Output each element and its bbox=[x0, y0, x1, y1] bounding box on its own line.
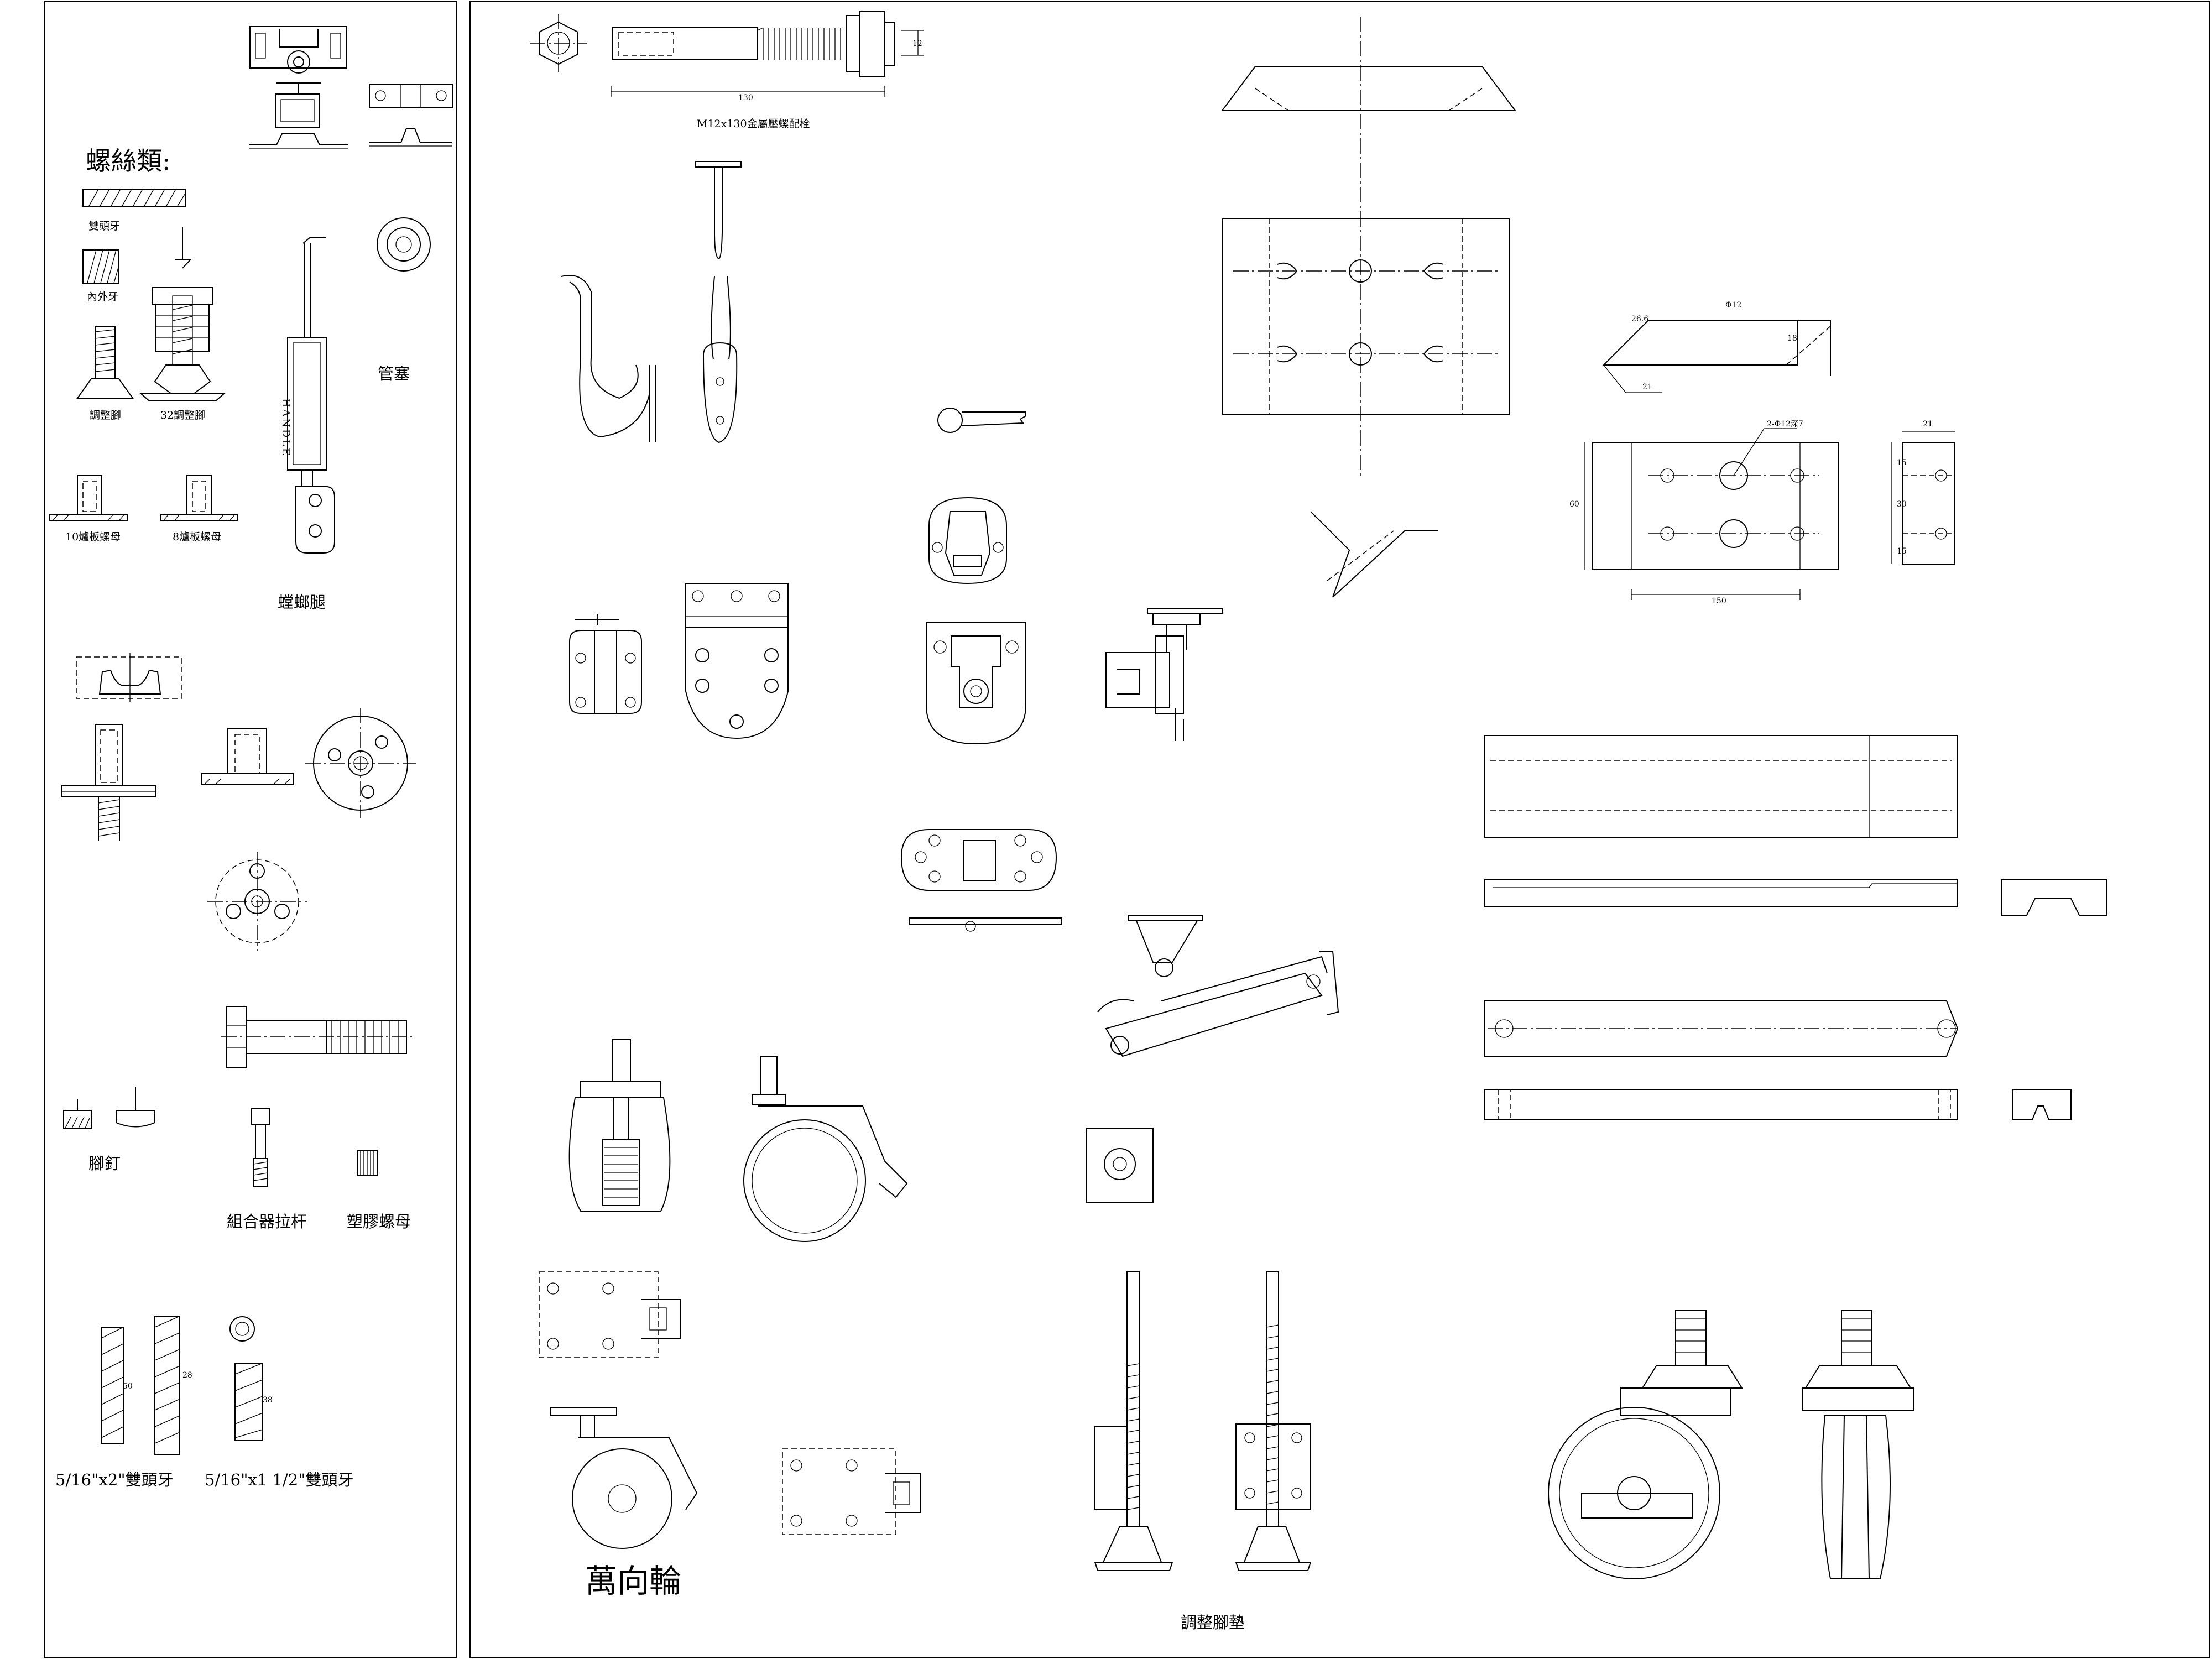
dimensioned-plate-drawing bbox=[1584, 428, 1839, 600]
rail-long-b-drawing bbox=[1484, 879, 1958, 907]
stud-len-a-dim: 50 bbox=[123, 1382, 133, 1391]
foot-nail-label: 腳釘 bbox=[88, 1154, 121, 1173]
angle-b-dim: 18 bbox=[1787, 334, 1797, 343]
stud-len-b-dim: 28 bbox=[182, 1371, 192, 1380]
caster-large-front-drawing bbox=[1802, 1310, 1914, 1579]
insert-nut-flange-drawing bbox=[201, 728, 294, 785]
assembly-pull-rod-drawing bbox=[251, 1108, 270, 1187]
bolt-length-dim: 130 bbox=[738, 93, 753, 102]
stud-1-5in-label: 5/16"x1 1/2"雙頭牙 bbox=[205, 1470, 354, 1489]
dimensioned-plate-side-drawing bbox=[1891, 431, 1955, 565]
hole-dia-dim: Φ12 bbox=[1725, 301, 1742, 310]
caster-side-drawing bbox=[743, 1056, 908, 1242]
rail-long-a-drawing bbox=[1484, 735, 1958, 838]
flange-plate-round-drawing bbox=[305, 708, 416, 818]
plastic-nut-label: 塑膠螺母 bbox=[347, 1212, 411, 1231]
mounting-plate-drawing bbox=[1222, 218, 1510, 415]
angle-a-dim: 21 bbox=[1642, 383, 1652, 392]
oval-latch-drawing bbox=[928, 497, 1007, 585]
side-a-dim-top: 15 bbox=[1897, 458, 1907, 467]
right-panel-frame bbox=[469, 1, 2210, 1658]
angle-bracket-diagonal-drawing bbox=[1310, 511, 1438, 598]
hanger-bolt-drawing bbox=[530, 11, 924, 97]
coat-hook-small-drawing bbox=[695, 161, 742, 260]
side-a-dim-bottom: 15 bbox=[1897, 547, 1907, 556]
hinge-plate-drawing bbox=[685, 583, 789, 739]
strap-hinge-drawing bbox=[369, 84, 453, 147]
adjust-foot-pad-label: 調整腳墊 bbox=[1181, 1613, 1245, 1632]
left-panel-frame bbox=[44, 1, 457, 1658]
dimensioned-bracket-profile-drawing bbox=[1602, 320, 1831, 393]
key-drawing bbox=[937, 408, 1026, 433]
side-b-dim: 30 bbox=[1897, 500, 1907, 509]
coat-hook-side-drawing bbox=[561, 275, 656, 442]
flange-plate-round-dashed-drawing bbox=[207, 852, 307, 951]
adjust-foot-pad-a-drawing bbox=[1094, 1271, 1173, 1571]
lock-latch-drawing bbox=[926, 622, 1026, 745]
double-thread-label: 雙頭牙 bbox=[88, 220, 121, 232]
hex-bolt-drawing bbox=[221, 1006, 412, 1068]
rail-endcap-a-drawing bbox=[2001, 879, 2107, 916]
double-thread-sample bbox=[82, 189, 186, 207]
inner-outer-thread-sample bbox=[82, 249, 119, 284]
stud-len-c-dim: 38 bbox=[263, 1396, 273, 1405]
folding-leg-bracket-drawing bbox=[1097, 915, 1339, 1057]
stud-1-5in-drawing bbox=[229, 1316, 263, 1441]
bolt-dia-dim: 12 bbox=[912, 39, 922, 48]
caster-label: 萬向輪 bbox=[585, 1562, 682, 1600]
inner-outer-thread-label: 內外牙 bbox=[87, 291, 119, 303]
stay-bracket-drawing bbox=[1105, 608, 1223, 741]
plate-width-dim: 150 bbox=[1712, 597, 1726, 606]
insert-nut-top-drawing bbox=[76, 653, 182, 702]
pipe-plug-label: 管塞 bbox=[378, 364, 410, 383]
mantis-leg-drawing bbox=[287, 237, 335, 554]
rail-long-c-drawing bbox=[1484, 1000, 1959, 1057]
plate-thickness-dim: 21 bbox=[1923, 420, 1933, 429]
leveling-foot-drawing bbox=[76, 326, 134, 399]
assembly-pull-rod-label: 組合器拉杆 bbox=[227, 1212, 307, 1231]
leveling-foot-label: 調整腳 bbox=[90, 409, 122, 421]
mantis-leg-label: 螳螂腿 bbox=[278, 593, 326, 612]
leveling-foot-32-drawing bbox=[139, 227, 226, 401]
rail-long-d-drawing bbox=[1484, 1089, 1958, 1120]
leveling-foot-32-label: 32調整腳 bbox=[160, 409, 206, 421]
angle-bracket-profile-drawing bbox=[1221, 17, 1516, 476]
screw-category-heading: 螺絲類: bbox=[86, 146, 171, 176]
angle-c-dim: 26.6 bbox=[1631, 315, 1649, 324]
nut-plate-8-label: 8爐板螺母 bbox=[173, 531, 222, 543]
nut-plate-10-drawing bbox=[49, 475, 128, 521]
caster-large-side-drawing bbox=[1548, 1310, 1743, 1579]
oval-hinge-plate-drawing bbox=[900, 829, 1062, 932]
hole-note-dim: 2-Φ12深7 bbox=[1767, 420, 1803, 429]
nut-plate-8-drawing bbox=[160, 475, 238, 521]
adjust-foot-pad-b-drawing bbox=[1235, 1271, 1312, 1571]
caster-plate-lower-drawing bbox=[782, 1448, 921, 1535]
caster-plate-top-drawing bbox=[539, 1271, 681, 1358]
rail-endcap-b-drawing bbox=[2012, 1089, 2072, 1120]
pipe-plug-drawing bbox=[377, 217, 431, 272]
foot-nail-drawing bbox=[63, 1087, 155, 1129]
draw-latch-small-drawing bbox=[569, 614, 642, 714]
caster-front-drawing bbox=[568, 1039, 671, 1212]
nut-plate-10-label: 10爐板螺母 bbox=[65, 531, 121, 543]
plate-height-dim: 60 bbox=[1569, 500, 1579, 509]
caster-swivel-drawing bbox=[550, 1407, 698, 1549]
coat-hook-front-drawing bbox=[702, 276, 738, 444]
stud-2in-label: 5/16"x2"雙頭牙 bbox=[55, 1470, 174, 1489]
latch-bracket-drawing bbox=[249, 26, 348, 149]
stud-2in-drawing bbox=[101, 1316, 180, 1455]
caster-plate-square-drawing bbox=[1086, 1128, 1154, 1203]
handle-text: HANDLE bbox=[280, 398, 292, 457]
hanger-bolt-label: M12x130金屬壓螺配栓 bbox=[697, 118, 810, 130]
insert-nut-side-drawing bbox=[61, 724, 156, 841]
plastic-nut-drawing bbox=[357, 1150, 378, 1176]
